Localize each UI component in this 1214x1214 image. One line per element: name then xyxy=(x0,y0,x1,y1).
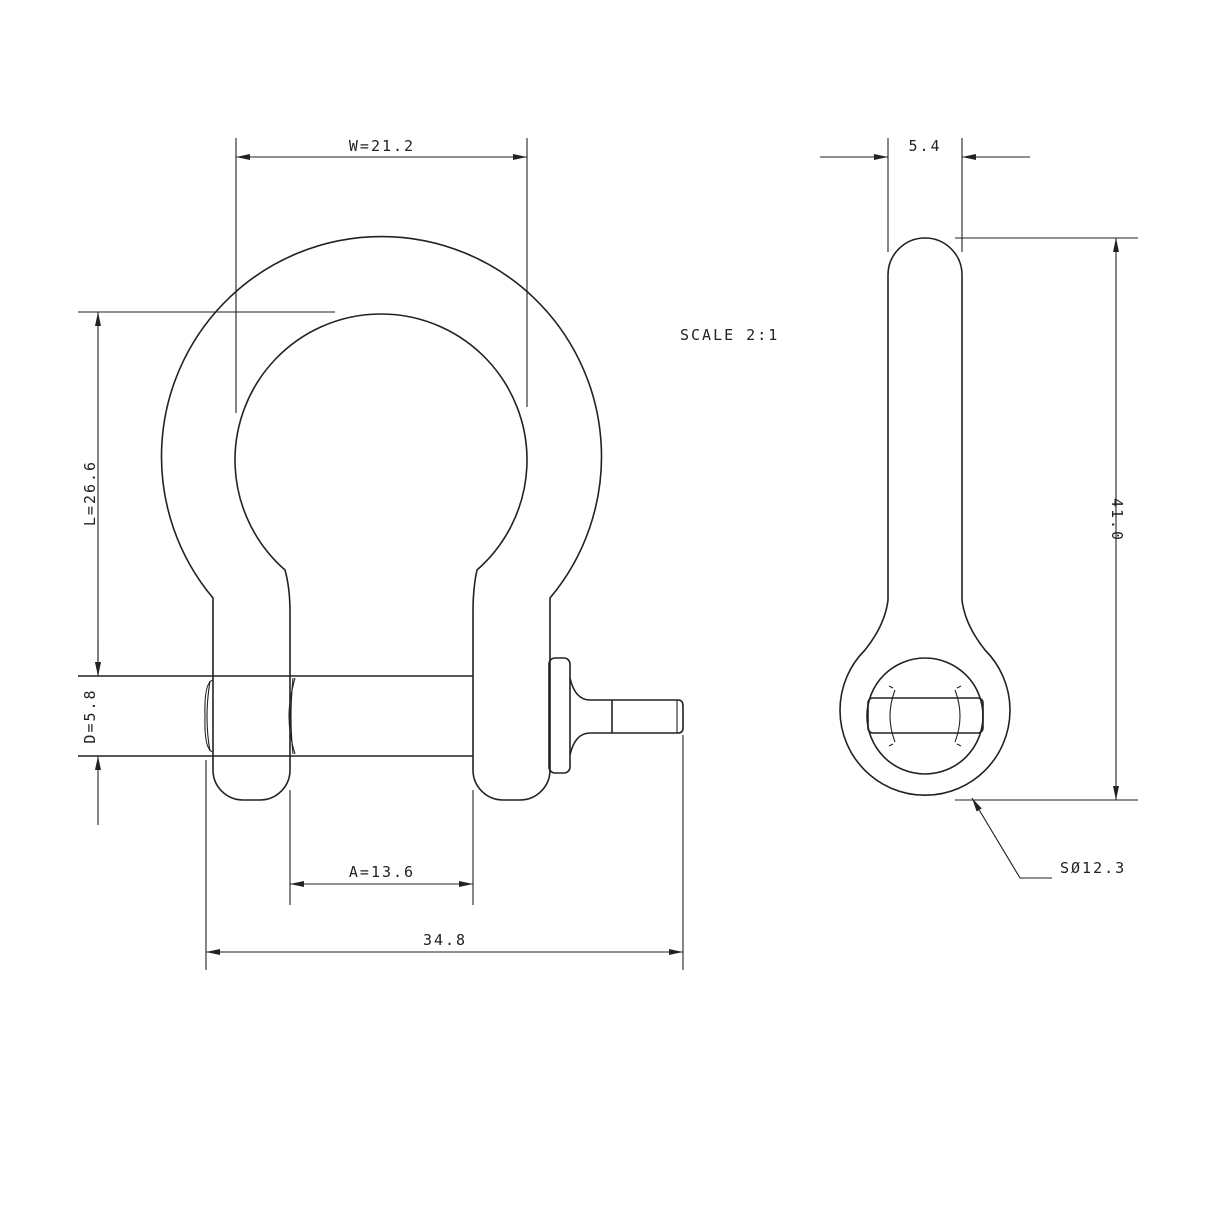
dimension-height: 41.0 xyxy=(955,237,1138,801)
side-profile xyxy=(839,237,1011,796)
front-view xyxy=(78,235,684,801)
eye-label: SØ12.3 xyxy=(1060,859,1126,877)
dimension-width: W=21.2 xyxy=(235,137,528,413)
dimension-thickness: 5.4 xyxy=(820,137,1030,252)
dimension-diameter: D=5.8 xyxy=(81,640,101,825)
dimension-opening: A=13.6 xyxy=(289,790,474,905)
diameter-label: D=5.8 xyxy=(81,688,99,743)
dimension-length: L=26.6 xyxy=(78,311,335,676)
width-label: W=21.2 xyxy=(349,137,415,155)
scale-label: SCALE 2:1 xyxy=(680,326,779,344)
opening-label: A=13.6 xyxy=(349,863,415,881)
thickness-label: 5.4 xyxy=(908,137,941,155)
dimension-eye: SØ12.3 xyxy=(971,797,1126,879)
dimension-overall: 34.8 xyxy=(205,735,684,970)
shackle-bow xyxy=(160,235,603,801)
side-view xyxy=(839,237,1011,796)
length-label: L=26.6 xyxy=(81,460,99,526)
overall-label: 34.8 xyxy=(423,931,467,949)
height-label: 41.0 xyxy=(1108,498,1126,542)
pin xyxy=(78,657,684,774)
